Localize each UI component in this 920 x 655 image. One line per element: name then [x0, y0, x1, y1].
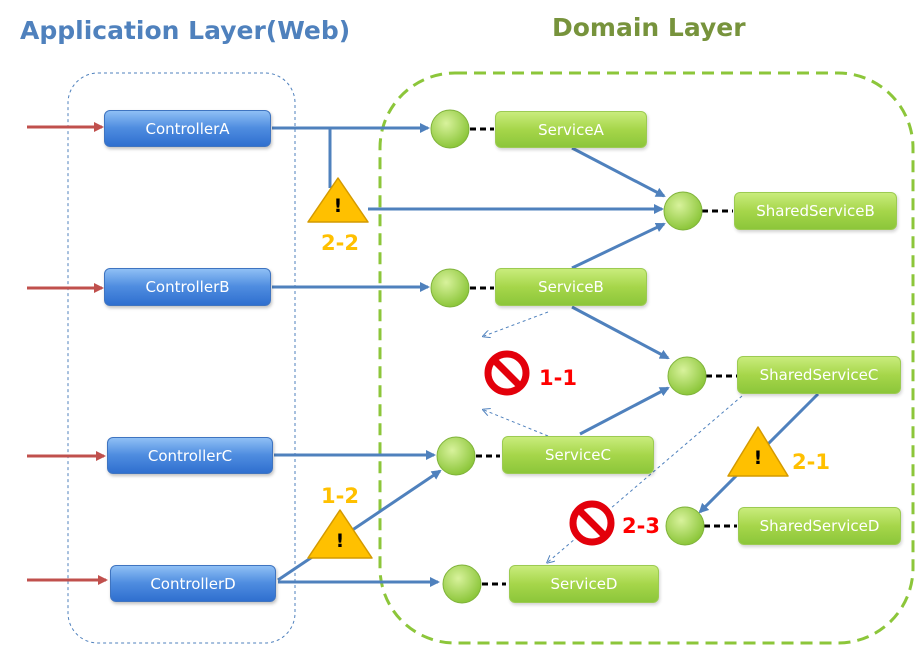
interface-circle-serviced — [442, 564, 482, 604]
service-b-box: ServiceB — [495, 268, 647, 306]
warning-label-2-1: 2-1 — [792, 450, 830, 474]
interface-circle-sharedserviced — [665, 506, 705, 546]
interface-circle-serviceb — [430, 268, 470, 308]
arrow-servicec-sharedservicec — [579, 386, 670, 436]
controller-c-box: ControllerC — [107, 437, 273, 474]
connector-controllera-warning — [272, 126, 332, 188]
prohibited-label-2-3: 2-3 — [622, 514, 660, 538]
node-connectors — [470, 127, 737, 586]
service-d-box: ServiceD — [509, 565, 659, 603]
interface-circle-servicec — [436, 436, 476, 476]
service-c-box: ServiceC — [502, 436, 654, 474]
arrow-controllerd-servicec — [277, 469, 442, 582]
prohibited-link-serviceb-servicec-lower — [484, 410, 549, 437]
warning-symbol-2-2: ! — [334, 195, 343, 217]
arrow-serviceb-sharedserviceb — [571, 222, 666, 270]
warning-icon-2-2: ! — [307, 177, 369, 223]
shared-service-b-box: SharedServiceB — [734, 192, 897, 230]
shared-service-d-box: SharedServiceD — [738, 507, 901, 545]
shared-service-c-box: SharedServiceC — [737, 356, 901, 394]
interface-circle-sharedservicec — [667, 356, 707, 396]
prohibited-icon-2-3 — [569, 500, 615, 546]
prohibited-link-serviceb-servicec-upper — [484, 311, 549, 336]
prohibited-label-1-1: 1-1 — [539, 366, 577, 390]
warning-symbol-2-1: ! — [754, 447, 763, 469]
warning-symbol-1-2: ! — [336, 530, 345, 552]
controller-a-box: ControllerA — [104, 110, 271, 147]
warning-label-2-2: 2-2 — [321, 231, 359, 255]
arrow-serviceb-sharedservicec — [571, 305, 670, 360]
arrow-servicea-sharedserviceb — [571, 146, 666, 198]
service-a-box: ServiceA — [495, 111, 647, 148]
application-layer-boundary — [67, 72, 296, 644]
prohibited-icon-1-1 — [484, 350, 530, 396]
warning-label-1-2: 1-2 — [321, 484, 359, 508]
interface-circle-servicea — [430, 109, 470, 149]
warning-icon-1-2: ! — [307, 509, 373, 559]
warning-icon-2-1: ! — [727, 426, 789, 477]
domain-layer-title: Domain Layer — [552, 13, 746, 42]
domain-layer-boundary — [378, 71, 915, 645]
controller-d-box: ControllerD — [110, 565, 276, 602]
controller-b-box: ControllerB — [104, 268, 271, 306]
interface-circle-sharedserviceb — [663, 191, 703, 231]
application-layer-title: Application Layer(Web) — [20, 16, 351, 45]
